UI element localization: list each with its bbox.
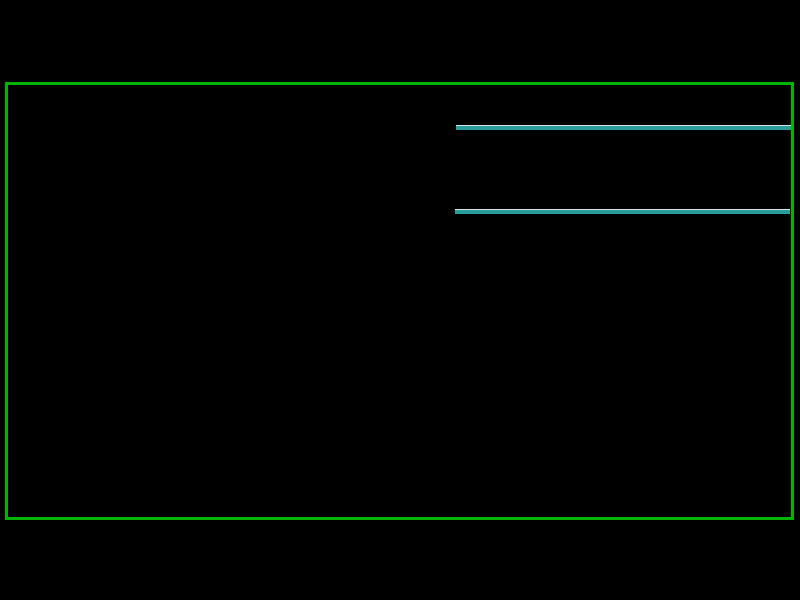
horizontal-line-top	[456, 125, 791, 130]
horizontal-line-bottom	[455, 209, 790, 214]
boundary-rectangle	[5, 82, 794, 520]
